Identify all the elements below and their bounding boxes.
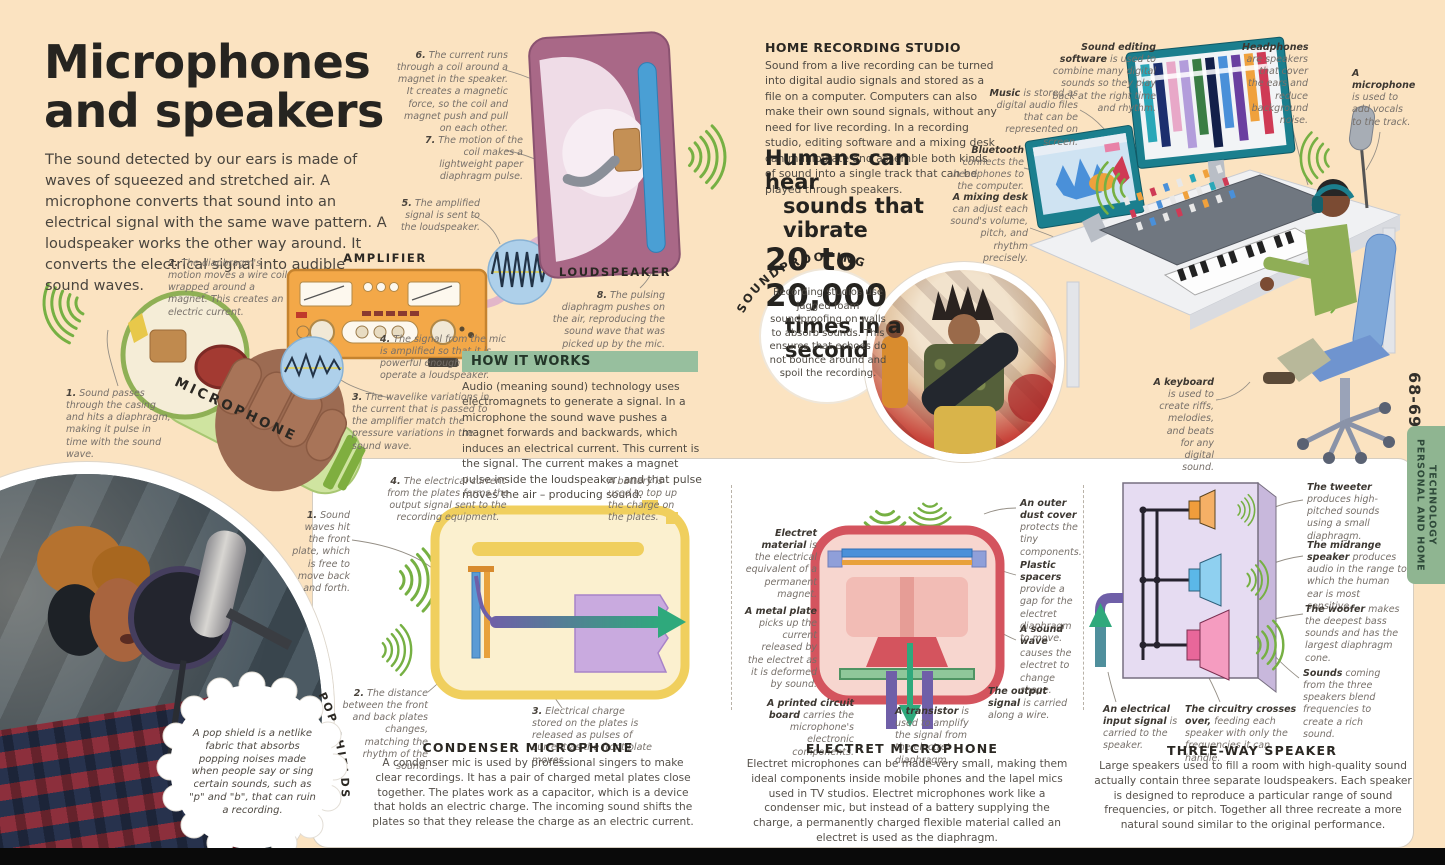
amplifier-label: AMPLIFIER [343, 251, 427, 265]
label-printed-circuit-board: A printed circuit board carries the micr… [766, 698, 854, 758]
three-way-title: THREE-WAY SPEAKER [1166, 743, 1338, 758]
output-signal-arrow [490, 616, 662, 628]
drum-kit [1008, 374, 1056, 422]
pop-shield-note: A pop shield is a netlike fabric that ab… [189, 728, 316, 816]
charge-store [574, 594, 669, 673]
label-headphones: Headphones are speakers that cover the e… [1242, 42, 1309, 126]
piano-black-keys [1177, 230, 1295, 282]
casing-slit [128, 313, 148, 343]
label-mixing-desk: A mixing desk can adjust each sound's vo… [950, 192, 1028, 264]
studio-illustration [1024, 36, 1402, 464]
how-it-works-header: HOW IT WORKS [462, 351, 698, 372]
separator-electret-speaker [1083, 485, 1084, 710]
label-metal-plate: A metal plate picks up the current relea… [745, 606, 817, 690]
label-a-microphone: A microphone is used to add vocals to th… [1352, 68, 1416, 128]
band-photo [864, 262, 1064, 462]
soundproofing-note: Recording studios use jagged foam soundp… [769, 287, 887, 379]
annotation-step-6: 6. The current runs through a coil aroun… [396, 50, 508, 134]
output-pin-right [922, 671, 933, 729]
section-tab: PERSONAL AND HOME TECHNOLOGY [1407, 426, 1445, 584]
tweeter [1188, 500, 1201, 520]
label-woofer: The woofer makes the deepest bass sounds… [1305, 604, 1400, 664]
label-sounds-blend: Sounds coming from the three speakers bl… [1303, 668, 1381, 740]
input-arrow-shaft [1095, 625, 1106, 667]
section-tab-line2: TECHNOLOGY [1426, 464, 1438, 546]
sequencer-clips [1140, 51, 1275, 149]
quote-line-4: times in a second [785, 314, 902, 362]
output-pin-left [886, 671, 897, 729]
annotation-step-7: 7. The motion of the coil makes a lightw… [424, 135, 523, 183]
annotation-step-5: 5. The amplified signal is sent to the l… [400, 198, 480, 234]
label-electret-material: Electret material is the electrical equi… [745, 528, 817, 600]
section-tab-line1: PERSONAL AND HOME [1414, 438, 1426, 572]
condenser-body: A condenser mic is used by professional … [372, 757, 694, 829]
annotation-step-1: 1. Sound passes through the casing and h… [66, 388, 171, 460]
home-studio-title: HOME RECORDING STUDIO [765, 40, 961, 55]
label-plastic-spacers: Plastic spacers provide a gap for the el… [1020, 560, 1073, 644]
desk-microphone [1348, 105, 1376, 151]
label-transistor: A transistor is used to amplify the sign… [895, 706, 969, 766]
chair-base [1303, 405, 1388, 457]
electret-body: Electret microphones can be made very sm… [746, 758, 1068, 845]
label-sound-editing-software: Sound editing software is used to combin… [1052, 42, 1156, 114]
page-number: 68-69 [1405, 372, 1424, 429]
label-outer-dust-cover: An outer dust cover protects the tiny co… [1020, 498, 1082, 558]
bottom-black-bar [0, 848, 1445, 865]
electret-diaphragm [841, 548, 973, 558]
mic-stand [1359, 141, 1369, 209]
condenser-title: CONDENSER MICROPHONE [422, 740, 634, 755]
quote-line-1: Humans can hear [765, 146, 910, 194]
quote-line-3: 20 to 20,000 [765, 242, 888, 314]
loudspeaker-label: LOUDSPEAKER [558, 265, 672, 279]
condenser-battery-note: A battery is used to top up the charge o… [608, 476, 678, 524]
label-music: Music is stored as digital audio files t… [989, 88, 1078, 148]
coil-magnet [149, 329, 187, 363]
page-title: Microphones and speakers [44, 35, 384, 138]
woofer [1186, 629, 1201, 661]
home-studio-body: Sound from a live recording can be turne… [765, 59, 997, 196]
separator-condenser-electret [731, 485, 732, 710]
three-way-body: Large speakers used to fill a room with … [1094, 760, 1412, 832]
annotation-step-4: 4. The signal from the mic is amplified … [380, 334, 507, 382]
condenser-step-2: 2. The distance between the front and ba… [342, 688, 428, 772]
mixer-channels [1123, 164, 1236, 231]
loudspeaker-illustration [528, 31, 727, 279]
how-it-works-body: Audio (meaning sound) technology uses el… [462, 380, 702, 502]
label-tweeter: The tweeter produces high-pitched sounds… [1307, 482, 1380, 542]
annotation-step-3: 3. The wavelike variations in the curren… [352, 392, 490, 452]
condenser-diagram [381, 500, 690, 700]
input-arrow-head [1089, 603, 1112, 627]
quote-line-2: sounds that vibrate [783, 194, 924, 242]
page-intro: The sound detected by our ears is made o… [45, 152, 387, 295]
label-midrange-speaker: The midrange speaker produces audio in t… [1307, 540, 1407, 612]
person-legs [1277, 338, 1331, 382]
label-electrical-input: An electrical input signal is carried to… [1103, 704, 1178, 752]
guitarist-trousers [934, 406, 996, 454]
label-output-signal: The output signal is carried along a wir… [988, 686, 1068, 722]
voice-coil [612, 127, 642, 172]
label-keyboard: A keyboard is used to create riffs, melo… [1153, 377, 1215, 474]
annotation-step-2: 2. The diaphragm's motion moves a wire c… [168, 258, 288, 318]
condenser-step-4: 4. The electrical current from the plate… [387, 476, 509, 524]
metal-plate-bar [842, 560, 972, 565]
electret-diagram [810, 502, 1005, 729]
condenser-step-3: 3. Electrical charge stored on the plate… [532, 706, 652, 766]
electret-title: ELECTRET MICROPHONE [805, 741, 999, 756]
three-way-speaker-diagram [1089, 481, 1285, 694]
coil-bracket [637, 62, 666, 253]
person-torso [1305, 224, 1357, 316]
pull-quote: Humans can hear sounds that vibrate 20 t… [765, 146, 965, 362]
drummer-figure [882, 336, 908, 408]
guitarist-face [948, 314, 980, 348]
label-circuitry-crossover: The circuitry crosses over, feeding each… [1185, 704, 1297, 764]
signal-wave-circles [280, 239, 553, 400]
annotation-step-8: 8. The pulsing diaphragm pushes on the a… [552, 290, 665, 350]
label-bluetooth: Bluetooth connects the headphones to the… [953, 145, 1024, 193]
condenser-step-1: 1. Sound waves hit the front plate, whic… [292, 510, 350, 594]
chair-seat [1300, 335, 1390, 382]
label-sound-wave: A sound wave causes the electret to chan… [1020, 624, 1072, 696]
midrange-speaker [1188, 568, 1201, 592]
